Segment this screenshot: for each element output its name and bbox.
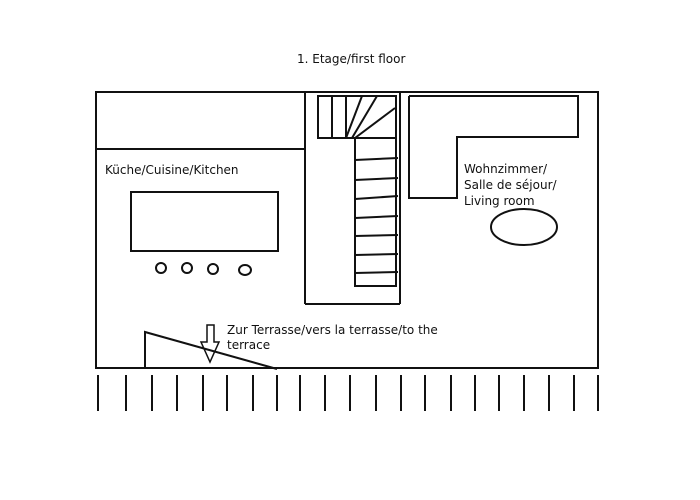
plan-title: 1. Etage/first floor [297, 52, 406, 66]
stair-flight [354, 137, 397, 287]
room-label-living-room: Living room [464, 194, 535, 208]
room-label-living-room: Salle de séjour/ [464, 178, 557, 192]
terrace-direction-label: Zur Terrasse/vers la terrasse/to the [227, 323, 438, 337]
terrace-railing [97, 375, 599, 411]
outer-wall [95, 91, 599, 369]
kitchen-island [130, 191, 279, 252]
room-label-living-room: Wohnzimmer/ [464, 162, 548, 176]
sofa [408, 95, 579, 199]
room-label-kitchen: Küche/Cuisine/Kitchen [105, 163, 239, 177]
living-room-table [490, 208, 558, 246]
stove-burner [207, 263, 219, 275]
arrow-down-icon [199, 324, 221, 364]
kitchen-counter [95, 91, 306, 150]
terrace-direction-label: terrace [227, 338, 271, 352]
stove-burner [181, 262, 193, 274]
terrace-ramp [144, 330, 278, 370]
stove-burner [238, 264, 252, 276]
stove-burner [155, 262, 167, 274]
